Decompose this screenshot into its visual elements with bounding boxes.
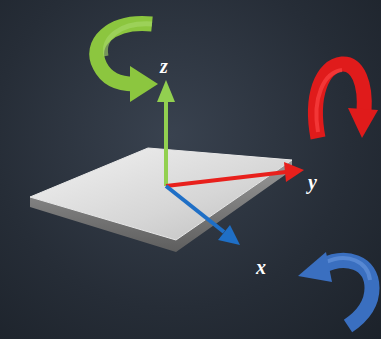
axis-label: x bbox=[256, 257, 266, 277]
x-rotation-head bbox=[298, 252, 332, 282]
x-arrowhead bbox=[218, 225, 240, 245]
z-arrowhead bbox=[157, 80, 175, 102]
axis-label: y bbox=[308, 172, 317, 192]
z-rotation-head bbox=[130, 66, 158, 102]
z-rotation-highlight bbox=[105, 24, 152, 56]
z-axis bbox=[164, 100, 168, 186]
axis-label: z bbox=[160, 56, 168, 76]
x-rotation-highlight bbox=[326, 258, 370, 280]
y-rotation-head bbox=[348, 108, 378, 138]
y-arrowhead bbox=[284, 162, 304, 182]
plate-top bbox=[30, 148, 292, 240]
x-axis bbox=[166, 186, 224, 232]
y-axis bbox=[166, 172, 286, 186]
y-rotation-highlight bbox=[316, 70, 342, 132]
